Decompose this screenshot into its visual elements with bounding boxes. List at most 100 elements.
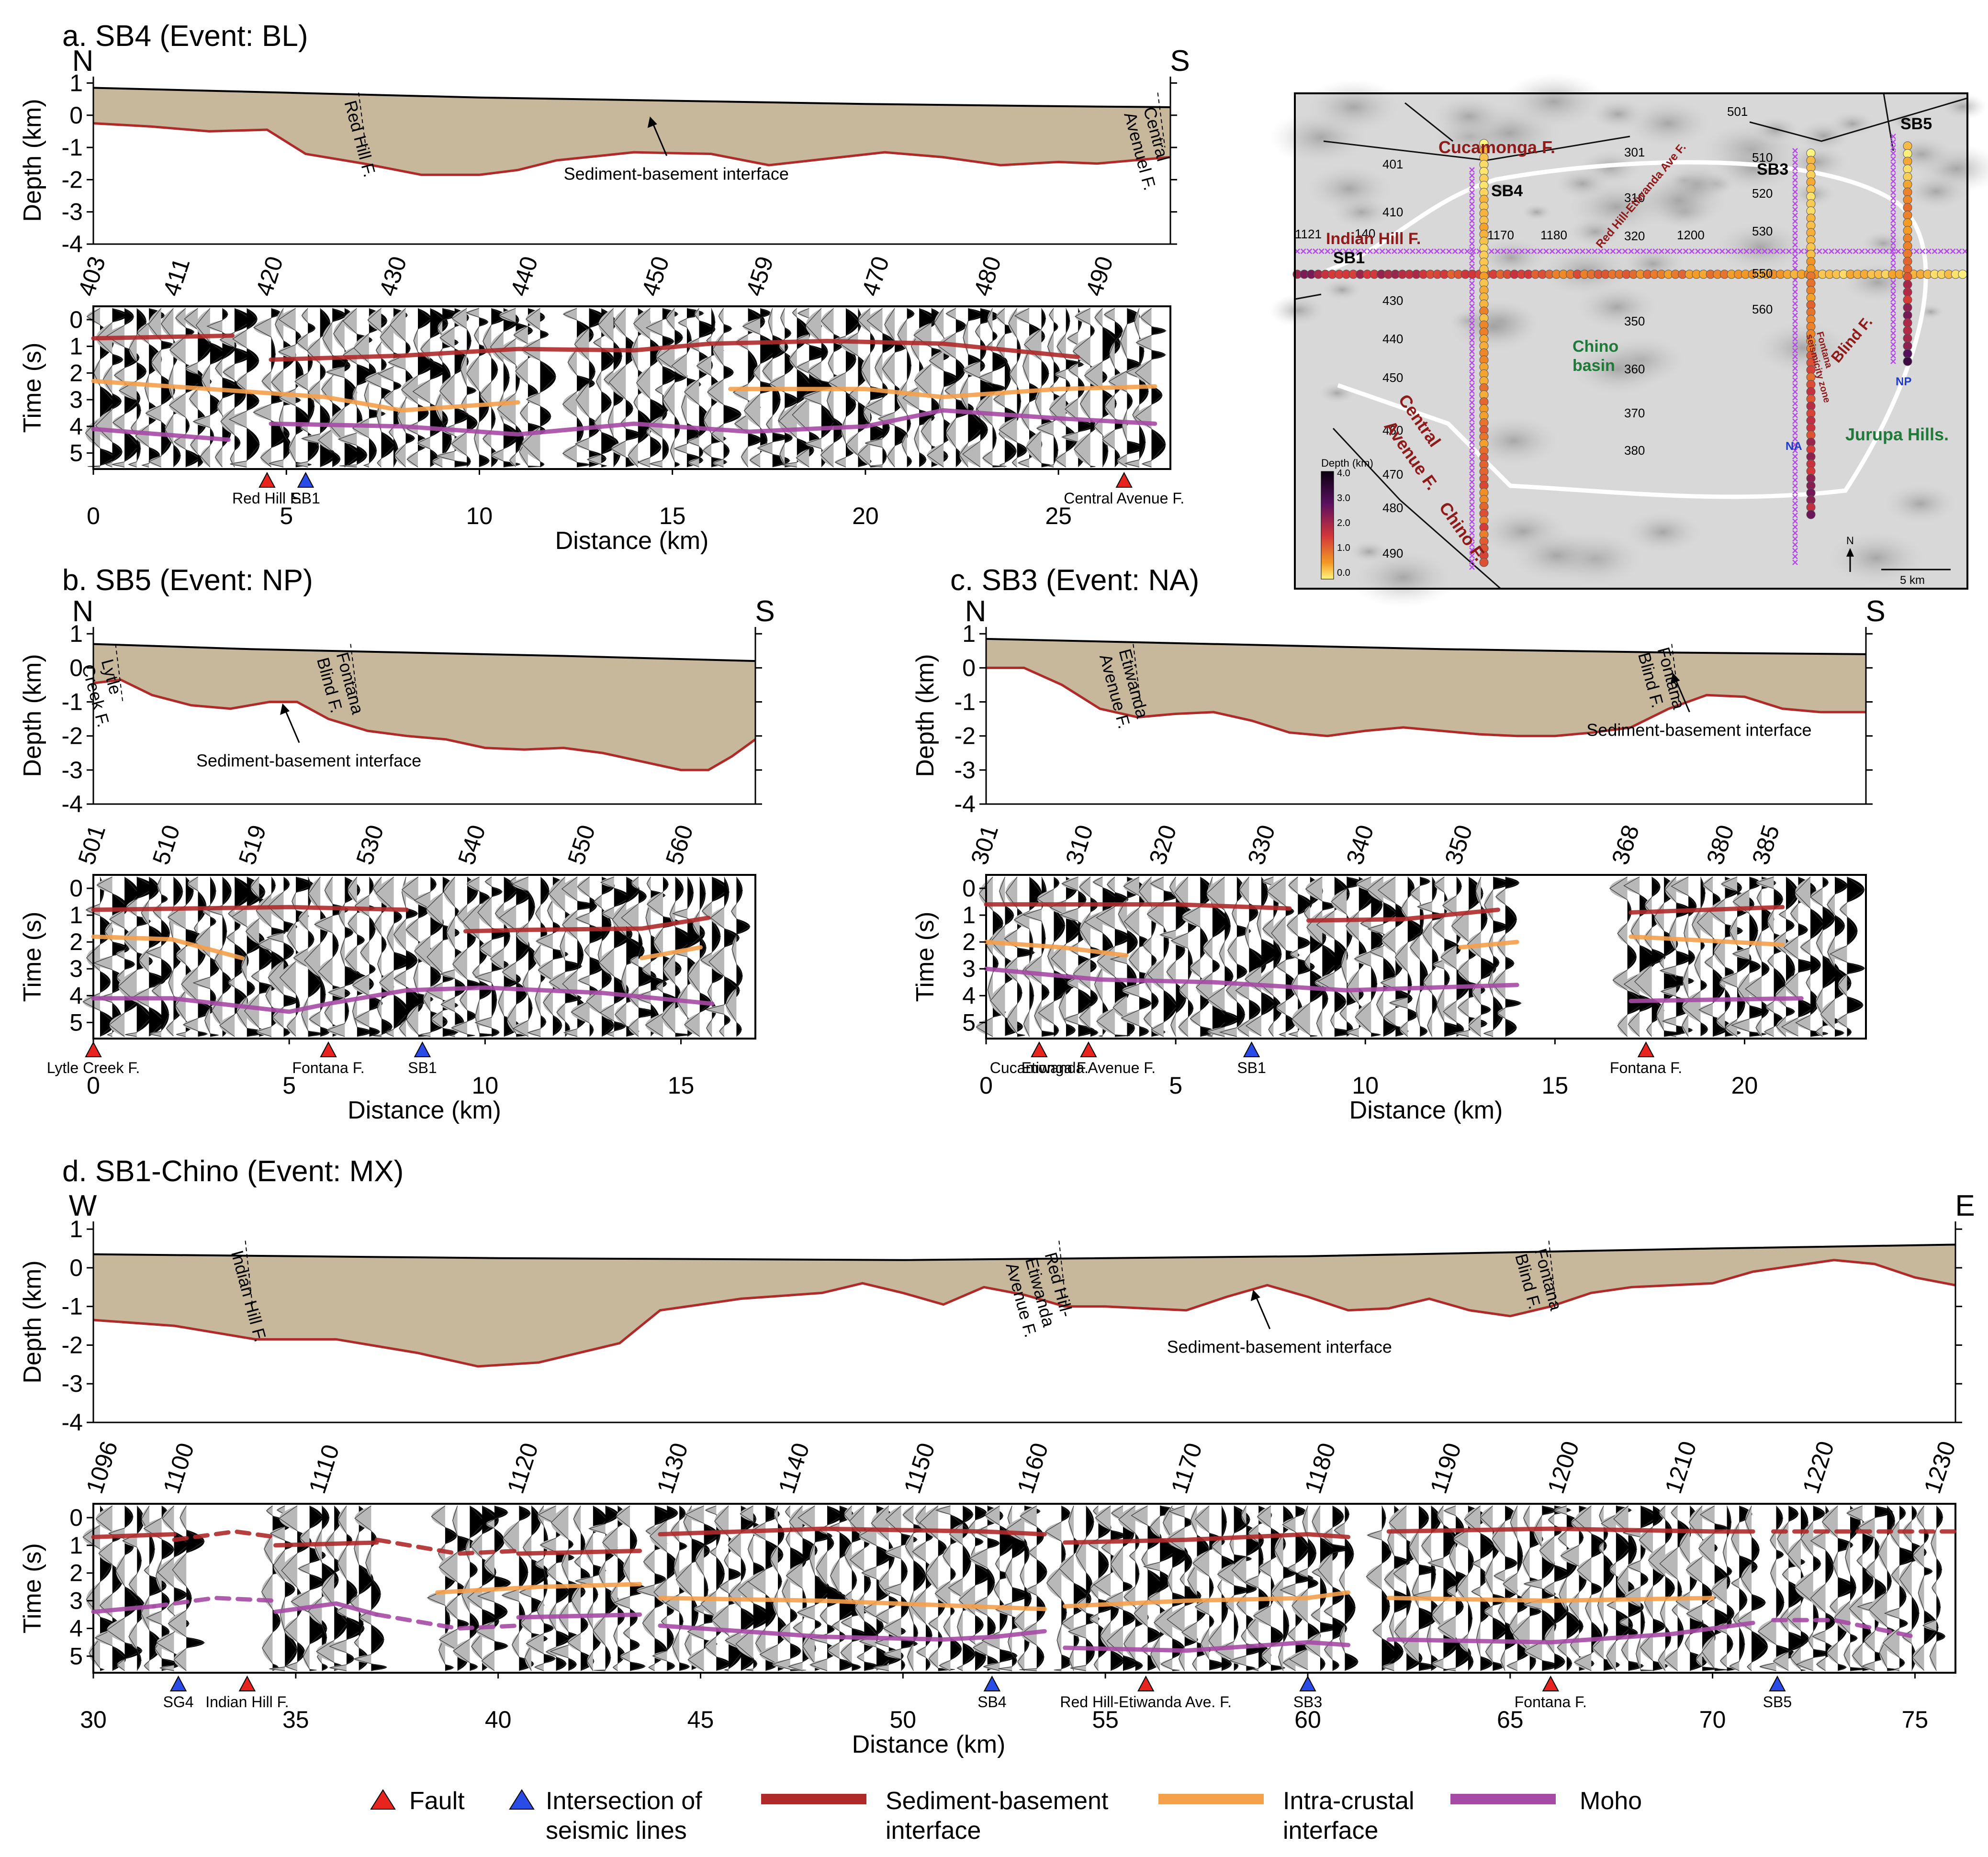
- wiggle-lobe: [175, 308, 186, 328]
- map-colorbar-label: Depth (km): [1321, 457, 1373, 469]
- wiggle-lobe: [1006, 877, 1017, 908]
- wiggle-lobe: [1495, 889, 1505, 905]
- wiggle-lobe: [1796, 1015, 1811, 1030]
- wiggle-lobe: [646, 320, 663, 336]
- time-axis-title: Time (s): [911, 912, 939, 1002]
- station-dot: [1903, 234, 1912, 243]
- wiggle-lobe: [390, 308, 406, 342]
- wiggle-lobe: [662, 366, 677, 385]
- wiggle-lobe: [1368, 877, 1383, 903]
- wiggle-lobe: [594, 895, 602, 908]
- wiggle-lobe: [1432, 993, 1438, 1015]
- wiggle-lobe: [352, 974, 370, 996]
- wiggle-lobe: [1683, 965, 1689, 997]
- wiggle-lobe: [547, 899, 553, 922]
- wiggle-lobe: [1175, 877, 1188, 908]
- wiggle-lobe: [329, 1665, 347, 1671]
- x-tick-label: 40: [485, 1706, 512, 1733]
- wiggle-lobe: [368, 308, 382, 332]
- wiggle-line: [661, 876, 694, 1037]
- wiggle-lobe: [702, 902, 712, 920]
- wiggle-lobe: [217, 398, 223, 415]
- time-tick-label: 3: [69, 955, 83, 982]
- wiggle-lobe: [475, 1000, 480, 1033]
- wiggle-lobe: [293, 948, 308, 968]
- wiggle-lobe: [210, 342, 226, 365]
- wiggle-lobe: [713, 459, 724, 467]
- wiggle-lobe: [562, 392, 577, 417]
- fault-marker: [1542, 1675, 1560, 1691]
- seismic-frame: [985, 874, 1867, 1040]
- wiggle-lobe: [613, 1664, 618, 1671]
- x-tick-label: 10: [1352, 1072, 1379, 1099]
- wiggle-lobe: [674, 329, 683, 346]
- wiggle-lobe: [1188, 999, 1194, 1018]
- depth-tick-label: -4: [62, 791, 83, 817]
- wiggle-lobe: [338, 433, 357, 446]
- fault-dash: [115, 644, 124, 702]
- wiggle-lobe: [445, 1527, 457, 1544]
- wiggle-lobe: [145, 374, 149, 402]
- wiggle-lobe: [169, 336, 186, 364]
- wiggle-lobe: [1775, 985, 1786, 1007]
- time-tick-label: 3: [69, 386, 83, 413]
- legend-intracrustal-label-2: interface: [1283, 1817, 1378, 1845]
- wiggle-lobe: [525, 1644, 532, 1671]
- wiggle-lobe: [354, 1654, 371, 1664]
- wiggle-lobe: [1034, 1001, 1042, 1031]
- wiggle-line: [1682, 876, 1708, 1037]
- wiggle-lobe: [387, 924, 394, 952]
- wiggle-lobe: [325, 1001, 333, 1024]
- wiggle-lobe: [1694, 951, 1701, 980]
- wiggle-line: [141, 1505, 167, 1671]
- wiggle-lobe: [519, 1506, 531, 1521]
- wiggle-lobe: [475, 972, 492, 983]
- wiggle-lobe: [1127, 392, 1133, 410]
- trace: [228, 308, 260, 468]
- wiggle-lobe: [628, 444, 638, 467]
- fault-marker: [320, 1041, 337, 1057]
- wiggle-lobe: [1493, 955, 1499, 970]
- station-label: 510: [147, 822, 185, 868]
- wiggle-lobe: [201, 445, 210, 467]
- wiggle-lobe: [520, 403, 528, 423]
- wiggle-lobe: [180, 1506, 187, 1530]
- wiggle-lobe: [1104, 308, 1115, 321]
- wiggle-lobe: [304, 943, 321, 978]
- wiggle-lobe: [1330, 1013, 1335, 1029]
- wiggle-lobe: [753, 364, 761, 381]
- wiggle-lobe: [470, 1663, 478, 1671]
- time-tick-label: 4: [962, 982, 976, 1009]
- wiggle-line: [574, 308, 607, 468]
- wiggle-lobe: [1714, 937, 1725, 967]
- wiggle-lobe: [1261, 877, 1269, 908]
- wiggle-lobe: [355, 895, 370, 917]
- wiggle-lobe: [1262, 877, 1274, 886]
- wiggle-lobe: [379, 970, 394, 995]
- relief-shade: [1321, 278, 1363, 302]
- wiggle-lobe: [630, 1527, 637, 1555]
- wiggle-lobe: [1721, 877, 1738, 892]
- wiggle-lobe: [431, 1506, 445, 1527]
- wiggle-lobe: [882, 352, 895, 385]
- wiggle-lobe: [693, 910, 700, 937]
- wiggle-lobe: [161, 998, 169, 1031]
- map-label-sb3: SB3: [1757, 160, 1788, 179]
- depth-tick-label: 1: [69, 69, 83, 96]
- station-label: 411: [158, 255, 195, 299]
- wiggle-lobe: [181, 967, 198, 1002]
- wiggle-lobe: [741, 447, 748, 467]
- wiggle-lobe: [1190, 959, 1201, 977]
- wiggle-lobe: [535, 1663, 544, 1671]
- legend-fault-icon: [370, 1789, 396, 1810]
- wiggle-lobe: [100, 971, 111, 993]
- wiggle-lobe: [186, 1586, 192, 1611]
- wiggle-lobe: [322, 1506, 329, 1530]
- wiggle-lobe: [382, 935, 387, 953]
- marker-label: Fontana F.: [1610, 1059, 1682, 1076]
- wiggle-lobe: [148, 308, 161, 341]
- wiggle-lobe: [1169, 877, 1176, 897]
- station-dot: [1903, 179, 1912, 189]
- wiggle-lobe: [540, 877, 550, 906]
- wiggle-line: [451, 308, 478, 468]
